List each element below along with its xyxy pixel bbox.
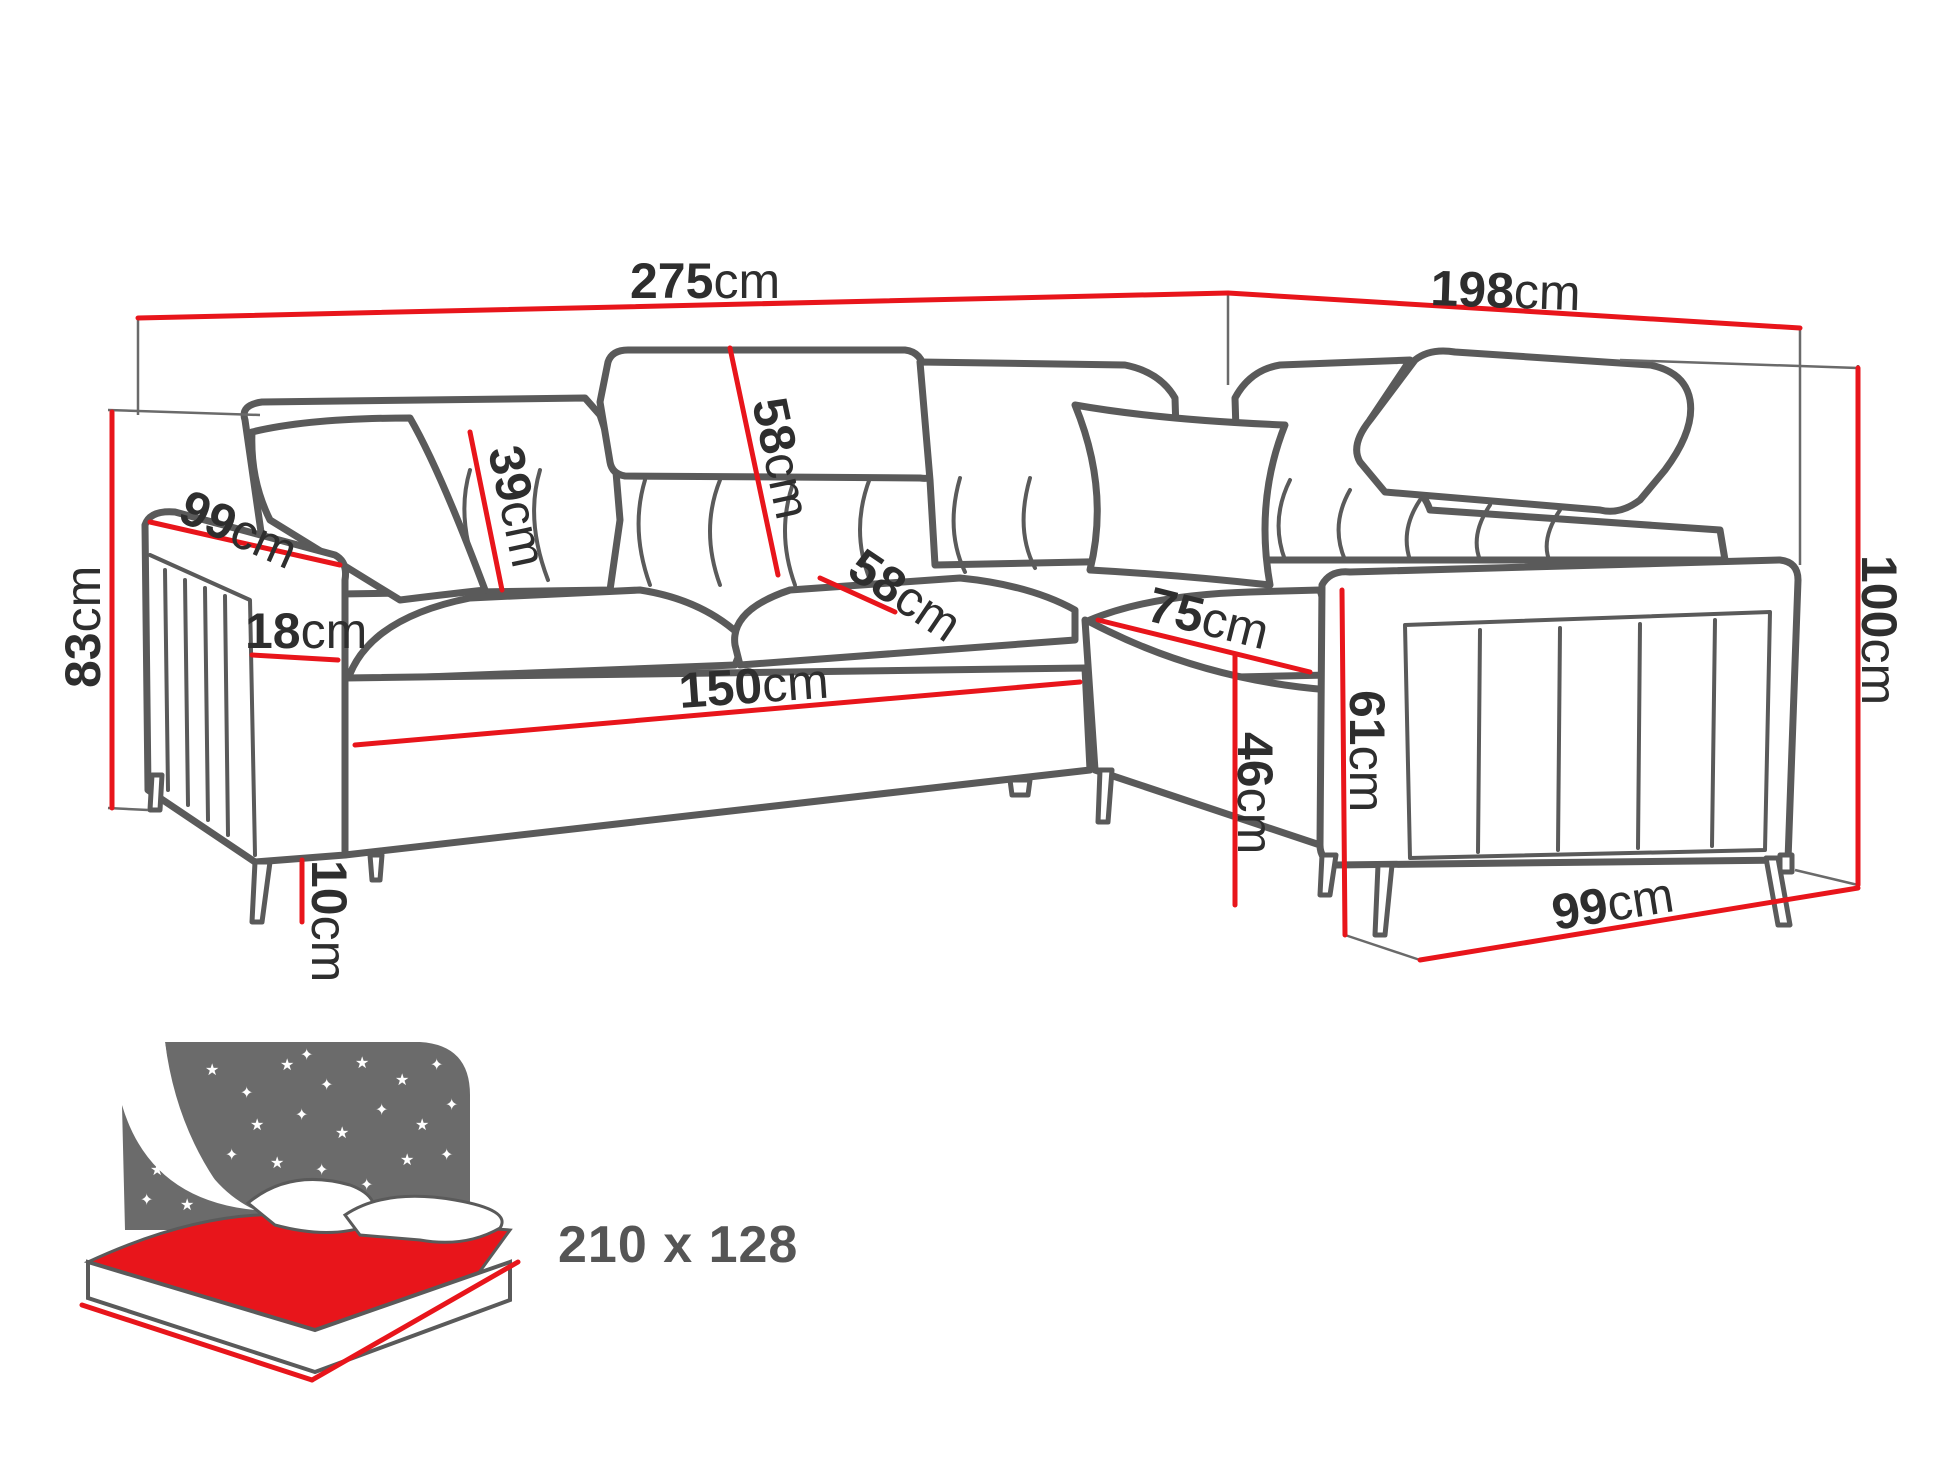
- svg-text:✦: ✦: [300, 1045, 313, 1064]
- svg-text:✦: ✦: [295, 1105, 308, 1124]
- svg-text:✦: ✦: [320, 1075, 333, 1094]
- bed-dim-width: [309, 1259, 521, 1383]
- label-18: 18cm: [245, 603, 367, 659]
- svg-text:★: ★: [250, 1115, 264, 1134]
- sofa-legs: [147, 767, 1795, 938]
- label-10: 10cm: [301, 860, 357, 982]
- dim-line-39: [467, 429, 505, 593]
- svg-text:★: ★: [180, 1195, 194, 1214]
- svg-text:✦: ✦: [375, 1100, 388, 1119]
- sofa-drawing: [141, 346, 1802, 938]
- dim-line-99-right: [1417, 885, 1861, 963]
- label-99-right: 99cm: [1548, 866, 1678, 940]
- bed-pillow-2: [342, 1194, 504, 1244]
- bed-icon: ★✦★ ✦★★ ✦★✦ ★✦★ ✦✦★ ✦★✦ ★✦★ ✦✦: [79, 1042, 521, 1383]
- svg-text:★: ★: [355, 1053, 369, 1072]
- svg-text:✦: ✦: [140, 1190, 153, 1209]
- dim-line-150: [352, 679, 1083, 748]
- label-100: 100cm: [1851, 555, 1907, 705]
- left-armrest-ribs: [163, 568, 230, 837]
- dimension-lines: [107, 290, 1861, 963]
- svg-text:✦: ✦: [445, 1095, 458, 1114]
- svg-text:★: ★: [150, 1160, 164, 1179]
- dim-line-75: [1095, 617, 1313, 675]
- left-pillow: [248, 414, 489, 604]
- svg-text:★: ★: [270, 1153, 284, 1172]
- svg-text:✦: ✦: [440, 1145, 453, 1164]
- left-armrest-inner: [148, 553, 257, 857]
- label-39: 39cm: [477, 441, 557, 572]
- label-83: 83cm: [55, 566, 111, 688]
- bed-size-label: 210 x 128: [558, 1216, 798, 1274]
- bed-dim-length: [79, 1302, 315, 1383]
- dim-line-99-arm: [147, 519, 343, 568]
- dim-line-58-seat: [817, 575, 898, 615]
- svg-text:★: ★: [415, 1115, 429, 1134]
- label-61: 61cm: [1339, 690, 1395, 812]
- svg-text:★: ★: [395, 1070, 409, 1089]
- label-198: 198cm: [1430, 260, 1582, 321]
- dim-line-61: [1339, 587, 1348, 938]
- back-tufting: [462, 468, 1562, 587]
- label-275: 275cm: [630, 253, 780, 309]
- corner-pillow: [1071, 401, 1289, 589]
- stars-icon: ★✦★ ✦★★ ✦★✦ ★✦★ ✦✦★ ✦★✦ ★✦★ ✦✦: [140, 1045, 458, 1214]
- moon-icon: [122, 1042, 255, 1210]
- right-armrest-panel: [1403, 610, 1772, 860]
- svg-text:✦: ✦: [240, 1083, 253, 1102]
- dim-line-198: [1225, 290, 1803, 331]
- middle-seat: [731, 574, 1079, 669]
- left-armrest: [141, 508, 349, 866]
- svg-text:✦: ✦: [225, 1145, 238, 1164]
- svg-text:★: ★: [400, 1150, 414, 1169]
- label-58-headrest: 58cm: [741, 393, 821, 524]
- svg-text:★: ★: [280, 1055, 294, 1074]
- dim-line-18: [249, 652, 341, 663]
- svg-text:✦: ✦: [430, 1055, 443, 1074]
- dim-line-58-headrest: [727, 345, 781, 578]
- svg-text:★: ★: [335, 1123, 349, 1142]
- right-headrest: [1353, 347, 1695, 515]
- svg-text:✦: ✦: [315, 1160, 328, 1179]
- label-150: 150cm: [677, 653, 831, 719]
- svg-text:★: ★: [205, 1060, 219, 1079]
- right-armrest-ribs: [1476, 618, 1717, 854]
- svg-text:✦: ✦: [360, 1175, 373, 1194]
- dim-line-275: [135, 290, 1231, 321]
- label-46: 46cm: [1227, 732, 1283, 854]
